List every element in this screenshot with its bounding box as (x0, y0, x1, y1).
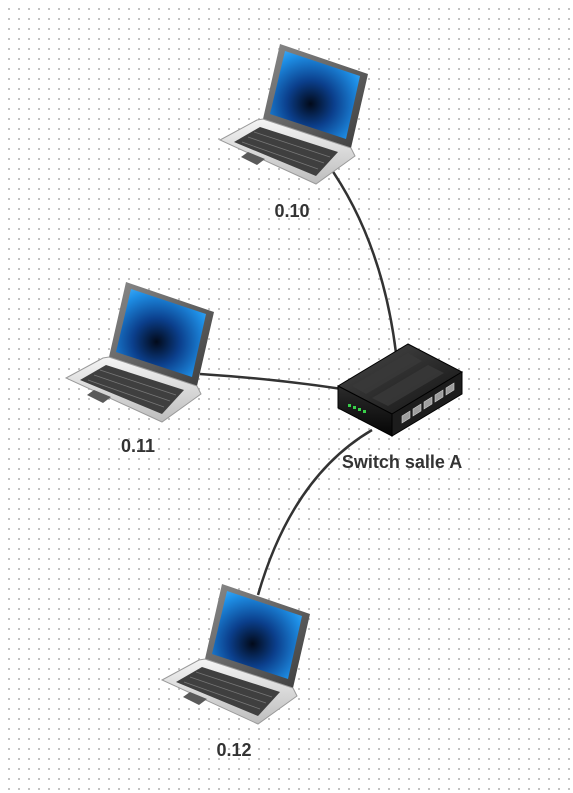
link-0-12-to-switch[interactable] (256, 428, 373, 596)
laptop-label-0-10: 0.10 (274, 201, 309, 221)
laptop-icon[interactable] (160, 584, 310, 725)
laptop-icon[interactable] (218, 44, 368, 185)
switch-label: Switch salle A (342, 452, 462, 472)
laptop-icon[interactable] (64, 282, 214, 423)
network-switch-icon[interactable] (336, 343, 464, 437)
laptop-label-0-11: 0.11 (121, 436, 155, 456)
link-0-10-to-switch[interactable] (325, 162, 398, 354)
node-labels: 0.10 0.11 0.12 Switch salle A (121, 201, 462, 760)
connections (199, 162, 398, 596)
link-0-11-to-switch[interactable] (199, 372, 343, 391)
laptop-label-0-12: 0.12 (216, 740, 251, 760)
